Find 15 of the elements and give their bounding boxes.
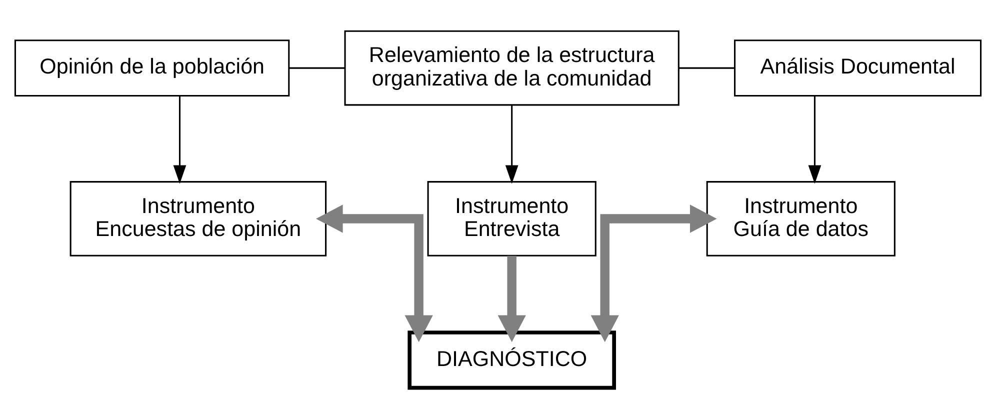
arrow: [498, 256, 526, 342]
arrow: [173, 96, 186, 184]
arrow: [505, 105, 518, 184]
arrow: [808, 96, 822, 184]
connector: [289, 67, 345, 69]
node-box: Análisis Documental: [734, 40, 982, 96]
node-box: Instrumento Entrevista: [427, 181, 596, 256]
arrow: [316, 204, 433, 342]
connector: [678, 67, 735, 69]
node-box: Instrumento Encuestas de opinión: [70, 181, 327, 256]
node-box: Relevamiento de la estructura organizativa de la comunidad: [344, 30, 680, 106]
arrow: [590, 204, 717, 342]
node-box: Opinión de la población: [14, 40, 290, 96]
node-box: Instrumento Guía de datos: [706, 181, 896, 256]
node-box: DIAGNÓSTICO: [408, 330, 616, 390]
